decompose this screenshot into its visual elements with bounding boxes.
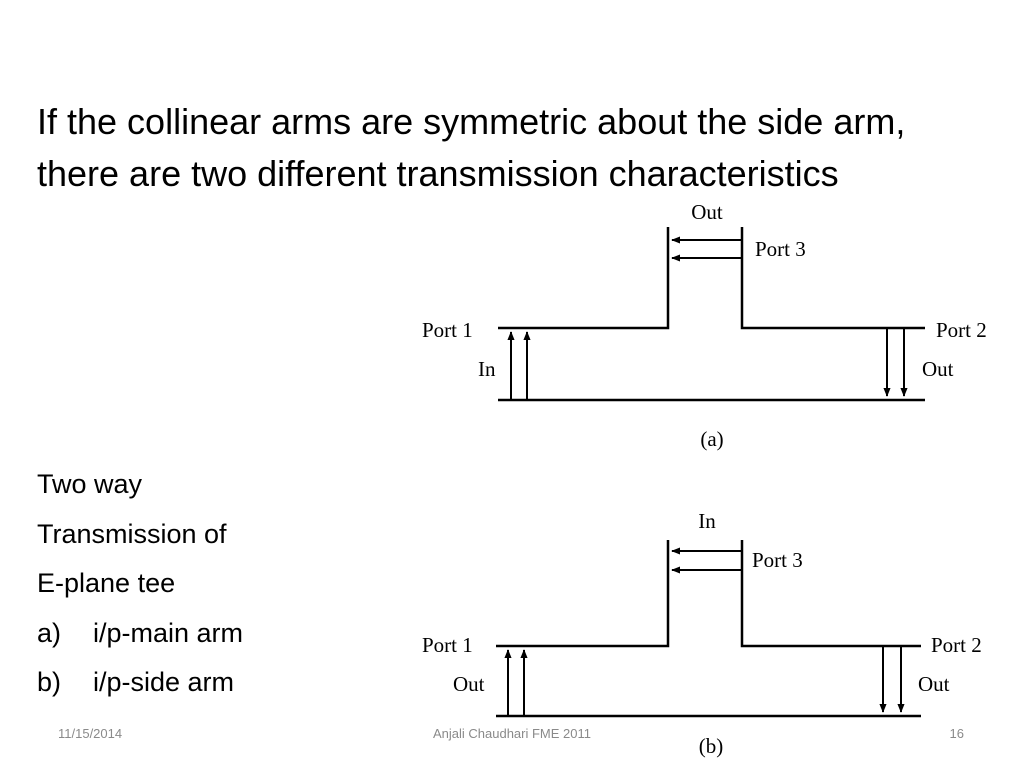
port3-label: Port 3 <box>755 237 806 261</box>
list-item: b) i/p-side arm <box>37 658 367 708</box>
list-marker: b) <box>37 667 62 697</box>
port2-label: Port 2 <box>931 633 982 657</box>
figure-a <box>498 227 925 402</box>
notes-line: Two way <box>37 469 143 499</box>
list-marker: a) <box>37 617 62 648</box>
right-direction-label: Out <box>918 672 950 696</box>
port1-label: Port 1 <box>422 633 473 657</box>
figure-caption: (a) <box>700 427 723 451</box>
list-text: i/p-side arm <box>93 667 235 697</box>
slide-heading: If the collinear arms are symmetric abou… <box>37 101 906 194</box>
footer-date: 11/15/2014 <box>58 726 123 741</box>
side-arm-label: In <box>698 509 716 533</box>
tee-outline-top <box>496 540 921 648</box>
port1-label: Port 1 <box>422 318 473 342</box>
figure-caption: (b) <box>699 734 724 758</box>
notes-text: Two way Transmission of E-plane tee a) i… <box>37 460 367 708</box>
notes-line: Transmission of <box>37 518 227 549</box>
right-direction-label: Out <box>922 357 954 381</box>
tee-outline-top <box>498 227 925 330</box>
list-text: i/p-main arm <box>93 617 244 648</box>
left-direction-label: In <box>478 357 496 381</box>
page-number: 16 <box>949 726 964 741</box>
footer-author: Anjali Chaudhari FME 2011 <box>432 726 591 741</box>
figure-b <box>496 540 921 718</box>
port3-label: Port 3 <box>752 548 803 572</box>
side-arm-label: Out <box>691 200 723 224</box>
notes-line: E-plane tee <box>37 568 176 598</box>
left-direction-label: Out <box>453 672 485 696</box>
list-item: a) i/p-main arm <box>37 609 367 659</box>
port2-label: Port 2 <box>936 318 987 342</box>
